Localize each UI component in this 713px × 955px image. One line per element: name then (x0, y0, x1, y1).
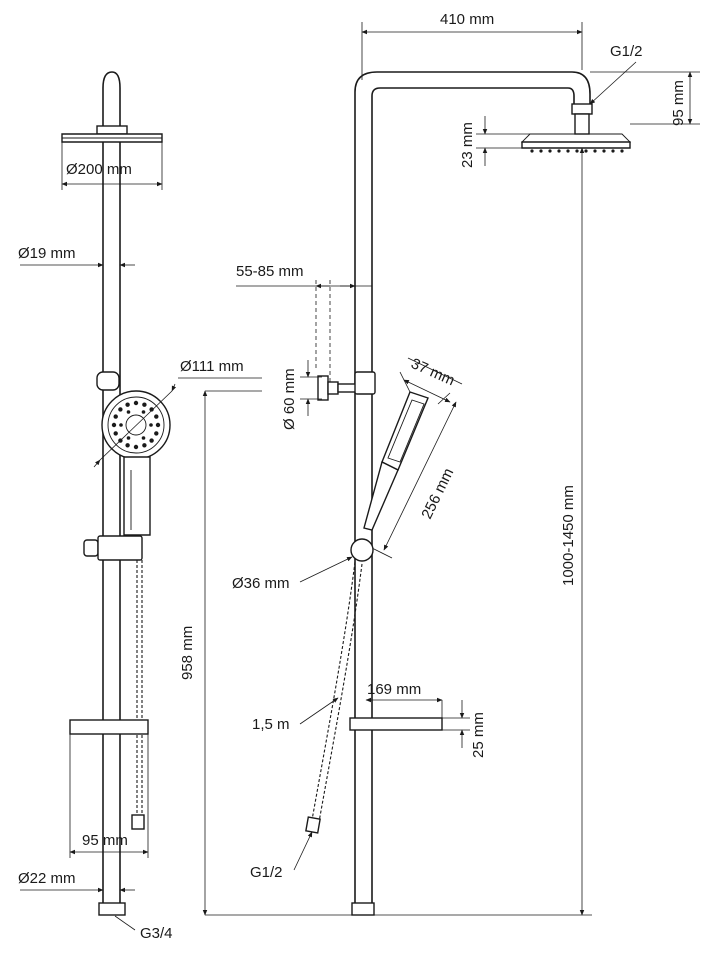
nozzle-dot (584, 149, 588, 153)
side-slider-knob (350, 538, 374, 562)
label-w-410: 410 mm (440, 11, 494, 28)
nozzle-dot (602, 149, 606, 153)
front-connector (98, 902, 126, 916)
nozzle-dot (118, 407, 123, 412)
nozzle-dot (530, 149, 534, 153)
label-diam-19: Ø19 mm (18, 245, 76, 262)
front-hand-shower (101, 390, 171, 536)
nozzle-dot (557, 149, 561, 153)
label-h-25: 25 mm (470, 712, 487, 758)
front-arm (102, 71, 121, 128)
nozzle-dot (566, 149, 570, 153)
nozzle-dot (113, 414, 118, 419)
label-l-256: 256 mm (418, 466, 457, 522)
nozzle-dot (141, 436, 146, 440)
nozzle-dot (133, 400, 139, 406)
side-hand-shower (363, 391, 429, 531)
front-holder (96, 371, 120, 391)
label-w-95: 95 mm (82, 832, 128, 849)
nozzle-dot (149, 438, 154, 443)
label-h-95: 95 mm (670, 80, 687, 126)
side-view: 410 mm G1/2 95 mm 23 mm 1000-1450 mm (232, 11, 700, 916)
label-diam-36: Ø36 mm (232, 575, 290, 592)
nozzle-dot (111, 422, 117, 428)
label-diam-111: Ø111 mm (180, 358, 244, 375)
nozzle-dot (593, 149, 597, 153)
nozzle-dot (149, 423, 153, 427)
side-head-shower (520, 133, 632, 153)
label-w-37: 37 mm (408, 355, 457, 389)
label-h-958: 958 mm (179, 626, 196, 680)
label-diam-200: Ø200 mm (66, 161, 132, 178)
label-g12-top: G1/2 (610, 43, 643, 60)
nozzle-dot (539, 149, 543, 153)
nozzle-dot (125, 402, 130, 407)
side-wall-bracket (317, 371, 376, 401)
label-w-169: 169 mm (367, 681, 421, 698)
label-g34: G3/4 (140, 925, 173, 942)
label-h-1000-1450: 1000-1450 mm (560, 485, 577, 586)
label-h-23: 23 mm (459, 122, 476, 168)
nozzle-dot (149, 407, 154, 412)
front-shelf (69, 719, 149, 735)
nozzle-dot (575, 149, 579, 153)
front-slider (83, 535, 143, 561)
nozzle-dot (133, 444, 139, 450)
nozzle-dot (141, 410, 146, 414)
nozzle-dot (126, 436, 131, 440)
nozzle-dot (154, 431, 159, 436)
front-head-shower (61, 125, 163, 143)
label-r-55-85: 55-85 mm (236, 263, 304, 280)
nozzle-dot (142, 402, 147, 407)
nozzle-dot (548, 149, 552, 153)
nozzle-dot (154, 414, 159, 419)
nozzle-dot (611, 149, 615, 153)
nozzle-dot (125, 443, 130, 448)
side-connector (351, 902, 375, 916)
side-shelf (349, 717, 443, 731)
label-g12-bottom: G1/2 (250, 864, 283, 881)
front-hose-nut (131, 814, 145, 830)
nozzle-dot (155, 422, 161, 428)
label-hose-15: 1,5 m (252, 716, 290, 733)
nozzle-dot (620, 149, 624, 153)
label-diam-22: Ø22 mm (18, 870, 76, 887)
nozzle-dot (142, 443, 147, 448)
nozzle-dot (119, 423, 123, 427)
nozzle-dot (126, 410, 131, 414)
nozzle-dot (113, 431, 118, 436)
label-diam-60: Ø 60 mm (281, 368, 298, 430)
front-view: Ø200 mm Ø19 mm Ø111 mm (18, 71, 362, 942)
side-hose-nut (305, 816, 321, 834)
